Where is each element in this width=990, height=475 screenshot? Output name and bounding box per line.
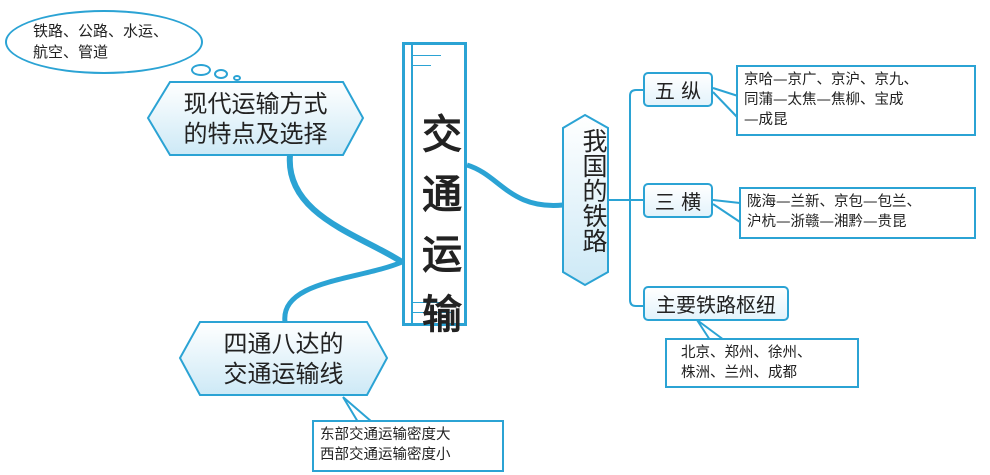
note-line: 东部交通运输密度大 [320, 427, 451, 443]
callout-wudong [712, 87, 739, 119]
detail-wuzong: 京哈—京广、京沪、京九、 同蒲—太焦—焦柳、宝成 —成昆 [736, 65, 976, 136]
bubble-dot [214, 69, 228, 79]
note-line: 铁路、公路、水运、 [33, 22, 169, 40]
callout-sanheng [712, 199, 741, 223]
node-hubs[interactable]: 主要铁路枢纽 [643, 286, 789, 321]
detail-line: 陇海—兰新、京包—包兰、 [747, 194, 921, 210]
bubble-dot [191, 64, 211, 76]
scroll-decoration [413, 55, 441, 56]
detail-line: 京哈—京广、京沪、京九、 [744, 72, 918, 88]
detail-sanheng: 陇海—兰新、京包—包兰、 沪杭—浙赣—湘黔—贵昆 [739, 187, 976, 239]
detail-line: —成昆 [744, 112, 788, 128]
hexagon-railways [562, 113, 609, 287]
thought-bubble-modes: 铁路、公路、水运、 航空、管道 [5, 10, 203, 74]
branch-network[interactable]: 四通八达的 交通运输线 [180, 322, 387, 395]
bubble-dot [233, 75, 241, 81]
scroll-decoration [413, 302, 441, 303]
branch-label-line: 的特点及选择 [183, 119, 328, 148]
callout-hubs [696, 319, 725, 341]
node-sanheng[interactable]: 三 横 [643, 183, 713, 218]
detail-line: 株洲、兰州、成都 [681, 365, 797, 381]
note-line: 西部交通运输密度小 [320, 447, 451, 463]
bracket-line [608, 89, 643, 307]
callout-network [342, 396, 373, 423]
central-topic: 交通运输 [422, 111, 462, 338]
branch-railways[interactable]: 我国的铁路 [579, 128, 608, 253]
detail-line: 同蒲—太焦—焦柳、宝成 [744, 92, 904, 108]
connector-modes [286, 154, 404, 265]
note-line: 航空、管道 [33, 43, 109, 61]
scroll-decoration [413, 312, 451, 313]
central-topic-scroll[interactable]: 交通运输 [402, 42, 467, 338]
connector-railways [466, 162, 564, 208]
branch-modes[interactable]: 现代运输方式 的特点及选择 [148, 82, 363, 155]
detail-line: 北京、郑州、徐州、 [681, 345, 812, 361]
node-wuzong[interactable]: 五 纵 [643, 72, 713, 107]
hexagon-modes [146, 81, 365, 156]
detail-line: 沪杭—浙赣—湘黔—贵昆 [747, 214, 907, 230]
branch-label-line: 交通运输线 [223, 359, 344, 388]
branch-label-line: 四通八达的 [223, 329, 344, 358]
branch-label-line: 现代运输方式 [183, 89, 328, 118]
scroll-decoration [413, 65, 431, 66]
note-network: 东部交通运输密度大 西部交通运输密度小 [312, 420, 504, 472]
connector-network [282, 259, 403, 323]
detail-hubs: 北京、郑州、徐州、 株洲、兰州、成都 [665, 338, 859, 388]
hexagon-network [178, 321, 389, 396]
